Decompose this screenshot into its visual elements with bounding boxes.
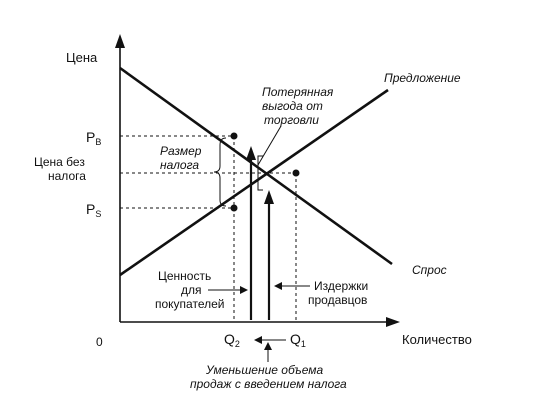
- deadweight-label: Потерянная: [262, 85, 334, 99]
- buyer-value-arrow-head: [240, 286, 248, 294]
- tax-size-label-2: налога: [160, 158, 199, 172]
- supply-curve: [119, 88, 389, 277]
- deadweight-leader: [257, 125, 282, 166]
- equilibrium-point: [292, 169, 300, 177]
- seller-cost-arrowhead: [264, 190, 274, 204]
- buyer-value-label: Ценность: [158, 269, 211, 283]
- no-tax-price-label: Цена без: [34, 155, 85, 169]
- buyer-value-label-2: для: [181, 283, 202, 297]
- buyer-value-label-3: покупателей: [155, 297, 224, 311]
- supply-label: Предложение: [384, 71, 461, 85]
- reduction-label: Уменьшение объема: [205, 363, 324, 377]
- seller-cost-arrow-head: [274, 282, 282, 290]
- q-reduction-arrow-head: [254, 336, 262, 344]
- y-axis-arrow: [115, 34, 125, 48]
- seller-cost-label: Издержки: [314, 279, 368, 293]
- seller-cost-label-2: продавцов: [308, 293, 367, 307]
- x-axis-label: Количество: [402, 332, 472, 347]
- reduction-leader-head: [264, 342, 272, 350]
- y-axis-label: Цена: [66, 50, 98, 65]
- q1-label: Q1: [290, 331, 306, 349]
- seller-price-point: [230, 204, 238, 212]
- demand-label: Спрос: [412, 263, 447, 277]
- ps-label: PS: [86, 201, 101, 219]
- deadweight-label-2: выгода от: [262, 99, 323, 113]
- demand-curve: [119, 66, 393, 266]
- origin-label: 0: [96, 335, 103, 349]
- reduction-label-2: продаж с введением налога: [190, 377, 347, 391]
- buyer-value-arrowhead: [246, 146, 256, 160]
- tax-size-brace: [213, 137, 227, 207]
- tax-size-label: Размер: [160, 144, 202, 158]
- no-tax-price-label-2: налога: [48, 169, 86, 183]
- q2-label: Q2: [224, 331, 240, 349]
- deadweight-bracket: [257, 155, 263, 191]
- x-axis-arrow: [386, 317, 400, 327]
- deadweight-label-3: торговли: [264, 113, 319, 127]
- buyer-price-point: [230, 132, 238, 140]
- pb-label: PB: [86, 129, 101, 147]
